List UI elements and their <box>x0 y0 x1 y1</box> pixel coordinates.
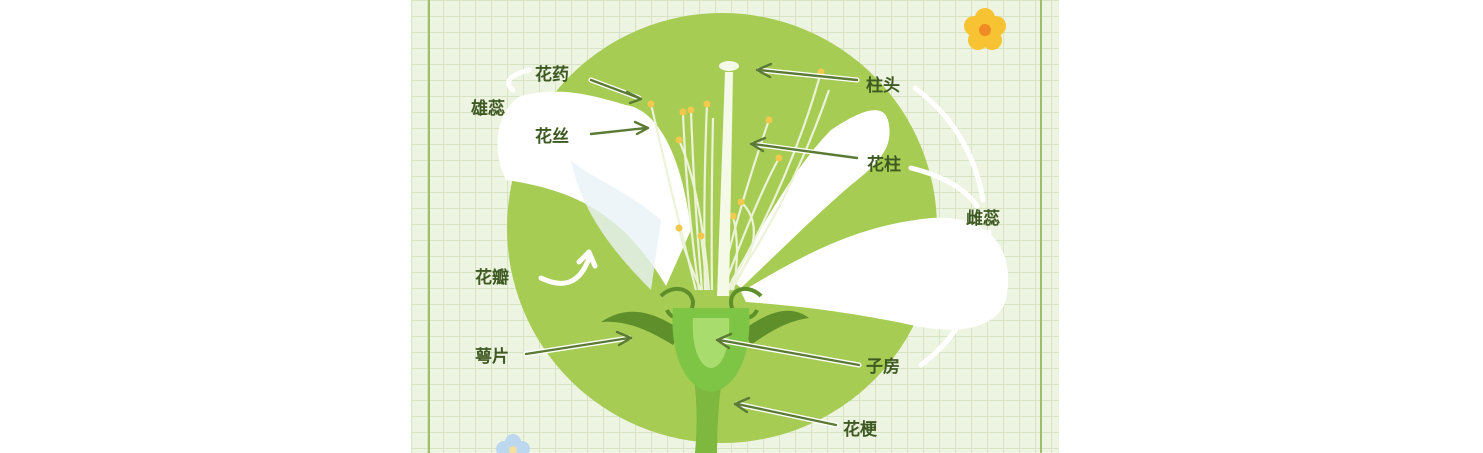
style-shape <box>717 72 733 296</box>
petal-arrow <box>538 255 592 286</box>
stamen-label: 雄蕊 <box>470 98 505 119</box>
flower-structure-panel: 雄蕊 花药 花丝 花瓣 萼片 柱头 花柱 雌蕊 子房 花梗 <box>411 0 1059 453</box>
pedicel-shape <box>693 372 723 453</box>
petal-shadow <box>571 160 661 290</box>
filament-label: 花丝 <box>535 126 569 147</box>
anther-label: 花药 <box>535 64 569 85</box>
ovary-shape <box>692 318 730 368</box>
sepal-left-shape <box>601 311 681 345</box>
flower-diagram: 雄蕊 花药 花丝 花瓣 萼片 柱头 花柱 雌蕊 子房 花梗 <box>428 0 1042 453</box>
pistil-bracket-top <box>912 85 986 203</box>
blue-flower-decoration <box>496 434 530 453</box>
pistil-label: 雌蕊 <box>966 208 1000 229</box>
pistil-bracket-bottom <box>918 229 992 368</box>
petal-lower-right-shape <box>741 217 1009 330</box>
petal-label: 花瓣 <box>475 267 509 288</box>
stigma-shape <box>719 61 739 71</box>
style-label: 花柱 <box>867 154 901 175</box>
ovary-label: 子房 <box>866 356 900 377</box>
stamen-bracket-top <box>506 67 532 93</box>
anthers-group <box>647 68 825 240</box>
stigma-label: 柱头 <box>866 75 900 96</box>
sepal-label: 萼片 <box>475 346 509 367</box>
pistil-bracket-mid <box>908 165 980 209</box>
sepal-right-shape <box>743 310 809 345</box>
petal-arrowhead <box>576 249 598 269</box>
pedicel-label: 花梗 <box>843 419 878 440</box>
yellow-flower-decoration <box>964 8 1006 50</box>
stamen-bracket-bottom <box>506 117 532 141</box>
